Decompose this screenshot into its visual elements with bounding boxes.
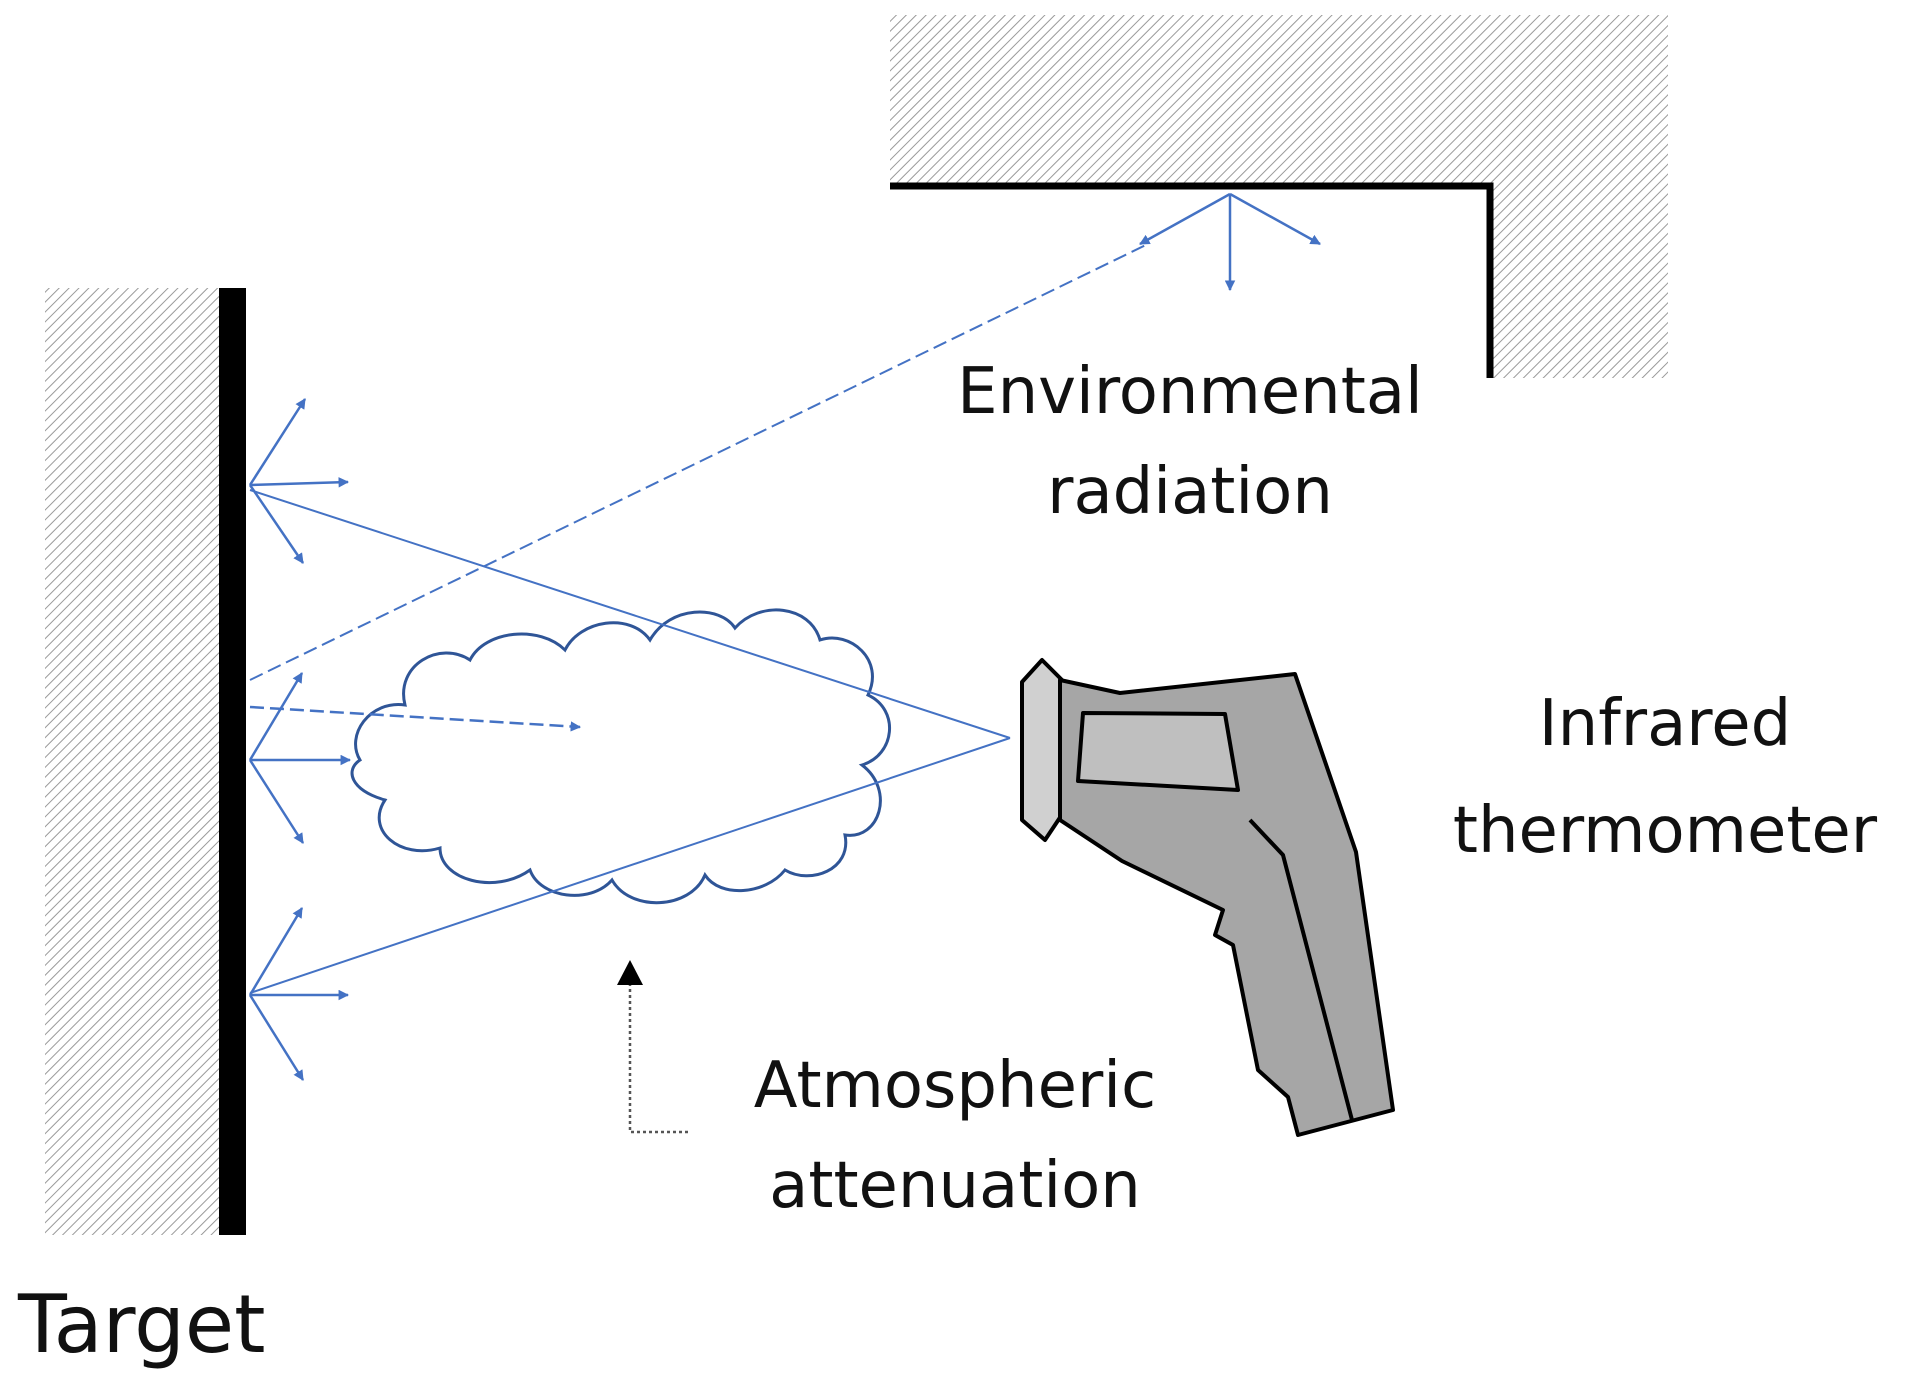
environmental-radiation-label-line1: Environmental	[957, 355, 1423, 429]
emission-arrows-bottom	[248, 907, 350, 1081]
emission-arrow	[248, 672, 304, 761]
atmospheric-attenuation-label-line2: attenuation	[769, 1149, 1141, 1223]
environment-arrow	[1229, 192, 1321, 246]
ray-dashed-to-environment	[249, 242, 1151, 681]
environment-arrows	[1139, 192, 1321, 292]
environmental-radiation-label-line2: radiation	[1047, 455, 1333, 529]
emission-arrows-top	[248, 398, 350, 564]
thermometer-grip-line	[1248, 818, 1354, 1121]
atmosphere-cloud	[350, 608, 892, 905]
thermometer-screen	[1076, 711, 1240, 792]
attenuation-leader-line	[628, 963, 688, 1134]
target-surface-line	[219, 288, 246, 1235]
emission-arrow	[248, 994, 305, 1081]
environment-surface	[890, 15, 1668, 378]
emission-arrow	[248, 907, 304, 996]
emission-arrow	[249, 477, 350, 488]
ray-dashed-into-cloud	[249, 705, 582, 732]
environment-arrow	[1139, 192, 1231, 246]
infrared-thermometer-device	[1020, 658, 1395, 1137]
attenuation-leader	[617, 960, 688, 1134]
emission-arrow	[248, 398, 307, 486]
measurement-rays	[249, 242, 1151, 994]
environment-edge-line	[890, 182, 1494, 378]
emission-arrow	[248, 484, 305, 564]
infrared-thermometer-label-line2: thermometer	[1453, 794, 1878, 868]
emission-arrow	[248, 759, 305, 844]
target-hatch	[45, 288, 230, 1235]
attenuation-leader-arrowhead	[617, 960, 643, 985]
ray-top-to-thermometer	[249, 489, 1011, 739]
atmospheric-attenuation-label-line1: Atmospheric	[754, 1049, 1156, 1123]
environment-hatch	[890, 15, 1668, 378]
emission-arrows-middle	[248, 672, 352, 844]
infrared-thermometer-label-line1: Infrared	[1539, 687, 1791, 761]
target-wall	[45, 288, 246, 1235]
ray-bottom-to-thermometer	[249, 737, 1011, 994]
thermometer-body	[1058, 672, 1395, 1137]
target-label: Target	[17, 1278, 266, 1371]
